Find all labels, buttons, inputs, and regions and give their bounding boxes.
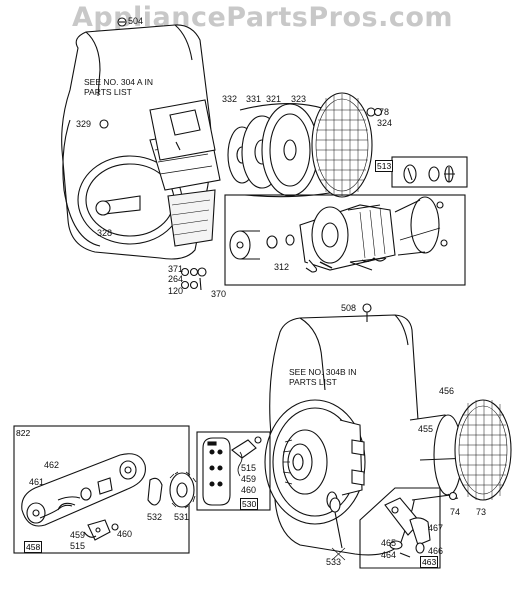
pulley-assembly bbox=[227, 103, 346, 198]
part-label-508: 508 bbox=[341, 303, 357, 313]
part-label-462: 462 bbox=[44, 460, 60, 470]
lower-blower-housing bbox=[264, 314, 420, 556]
box-label-463: 463 bbox=[420, 556, 439, 568]
box-label-458: 458 bbox=[24, 541, 43, 553]
part-label-331: 331 bbox=[246, 94, 262, 104]
lower-flywheel bbox=[409, 399, 512, 501]
part-label-467: 467 bbox=[428, 523, 444, 533]
part-label-533: 533 bbox=[326, 557, 342, 567]
bolt-533 bbox=[329, 497, 346, 561]
note-upper-text: SEE NO. 304 A IN PARTS LIST bbox=[84, 77, 153, 97]
upper-hardware bbox=[99, 17, 207, 291]
part-label-515a: 515 bbox=[70, 541, 86, 551]
box-label-822: 822 bbox=[15, 428, 32, 438]
part-label-460a: 460 bbox=[117, 529, 133, 539]
part-label-264: 264 bbox=[168, 274, 184, 284]
part-label-461: 461 bbox=[29, 477, 45, 487]
box-463-drawing bbox=[359, 487, 441, 569]
box-530-drawing bbox=[196, 431, 271, 511]
part-label-459a: 459 bbox=[70, 530, 86, 540]
box-513-drawing bbox=[391, 156, 468, 188]
box-label-513: 513 bbox=[375, 160, 394, 172]
part-label-332: 332 bbox=[222, 94, 238, 104]
note-lower-text: SEE NO. 304B IN PARTS LIST bbox=[289, 367, 357, 387]
part-label-464: 464 bbox=[381, 550, 397, 560]
starter-motor-box bbox=[224, 194, 466, 286]
part-label-504: 504 bbox=[128, 16, 144, 26]
bolt-508 bbox=[362, 303, 372, 322]
part-label-312: 312 bbox=[274, 262, 290, 272]
note-lower: SEE NO. 304B IN PARTS LIST bbox=[289, 367, 369, 387]
part-label-78: 78 bbox=[379, 107, 390, 117]
note-upper: SEE NO. 304 A IN PARTS LIST bbox=[84, 77, 168, 97]
part-label-460b: 460 bbox=[241, 485, 257, 495]
part-label-323: 323 bbox=[291, 94, 307, 104]
upper-screen bbox=[311, 92, 383, 198]
part-label-531: 531 bbox=[174, 512, 190, 522]
part-label-371: 371 bbox=[168, 264, 184, 274]
part-label-532: 532 bbox=[147, 512, 163, 522]
part-label-370: 370 bbox=[211, 289, 227, 299]
part-label-515b: 515 bbox=[241, 463, 257, 473]
part-label-120: 120 bbox=[168, 286, 184, 296]
box-822-drawing bbox=[13, 425, 190, 554]
part-label-466: 466 bbox=[428, 546, 444, 556]
part-label-456: 456 bbox=[439, 386, 455, 396]
part-label-455: 455 bbox=[418, 424, 434, 434]
part-label-73: 73 bbox=[476, 507, 487, 517]
part-label-459b: 459 bbox=[241, 474, 257, 484]
part-label-329: 329 bbox=[76, 119, 92, 129]
part-label-324: 324 bbox=[377, 118, 393, 128]
part-label-321: 321 bbox=[266, 94, 282, 104]
box-label-530: 530 bbox=[240, 498, 259, 510]
part-label-328: 328 bbox=[97, 228, 113, 238]
gear-parts bbox=[147, 471, 197, 509]
part-label-74: 74 bbox=[450, 507, 461, 517]
upper-blower-housing bbox=[61, 24, 221, 260]
part-label-465: 465 bbox=[381, 538, 397, 548]
